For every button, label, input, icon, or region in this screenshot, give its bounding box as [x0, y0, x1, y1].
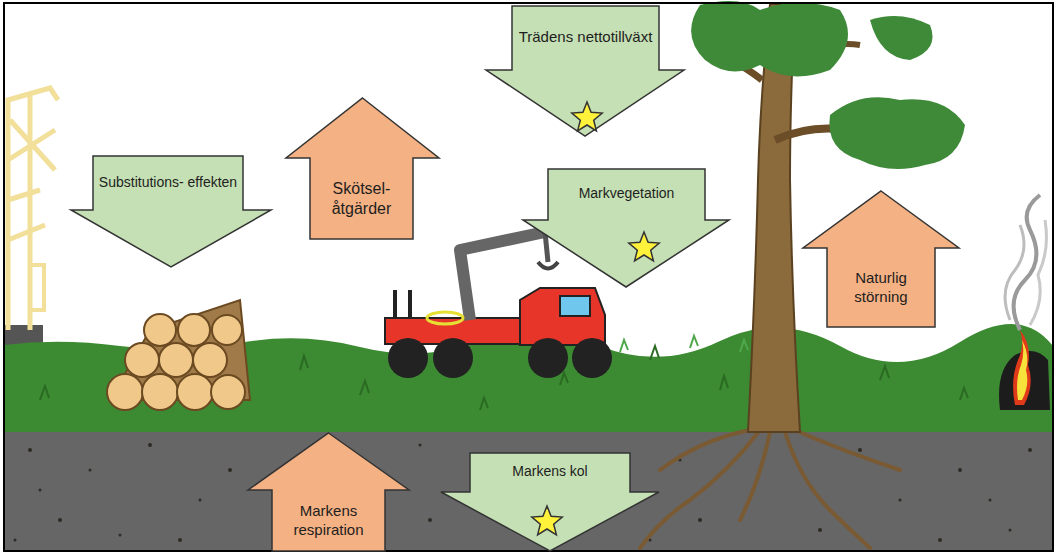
arrow-label: Skötsel- åtgärder [314, 179, 409, 219]
tree [691, 1, 965, 432]
arrow-outline [71, 156, 271, 267]
arrow-outline [803, 191, 959, 327]
fire-disturbance [999, 195, 1050, 410]
sky-ground [4, 3, 1053, 551]
arrow-shape [485, 5, 685, 137]
flux-arrow-up: Skötsel- åtgärder [285, 97, 440, 240]
arrow-label: Markvegetation [552, 185, 701, 203]
arrow-shape [285, 97, 440, 240]
flux-arrow-up: Markens respiration [247, 432, 410, 552]
arrow-label: Substitutions- effekten [97, 174, 239, 192]
log-pile [107, 300, 250, 410]
flux-arrow-down: Markvegetation [522, 168, 730, 288]
flux-arrow-down: Substitutions- effekten [70, 155, 272, 268]
arrow-outline [441, 453, 659, 551]
frame [4, 3, 1053, 551]
arrow-label: Markens respiration [276, 502, 381, 540]
flux-arrow-down: Trädens nettotillväxt [485, 5, 685, 137]
arrow-outline [523, 169, 729, 287]
flux-arrow-down: Markens kol [440, 452, 660, 552]
arrow-shape [70, 155, 272, 268]
tree-roots [640, 430, 900, 548]
arrow-shape [802, 190, 960, 328]
star-symbol [629, 232, 659, 261]
arrow-label: Trädens nettotillväxt [516, 28, 655, 47]
star-symbol [572, 102, 602, 131]
flux-arrow-up: Naturlig störning [802, 190, 960, 328]
soil [4, 428, 1053, 551]
arrow-label: Naturlig störning [831, 269, 931, 307]
arrow-label: Markens kol [474, 463, 626, 481]
arrow-outline [286, 98, 439, 239]
house-illustration [5, 88, 58, 347]
arrow-outline [486, 6, 684, 136]
star-symbol [532, 506, 562, 535]
arrow-outline [248, 433, 409, 551]
